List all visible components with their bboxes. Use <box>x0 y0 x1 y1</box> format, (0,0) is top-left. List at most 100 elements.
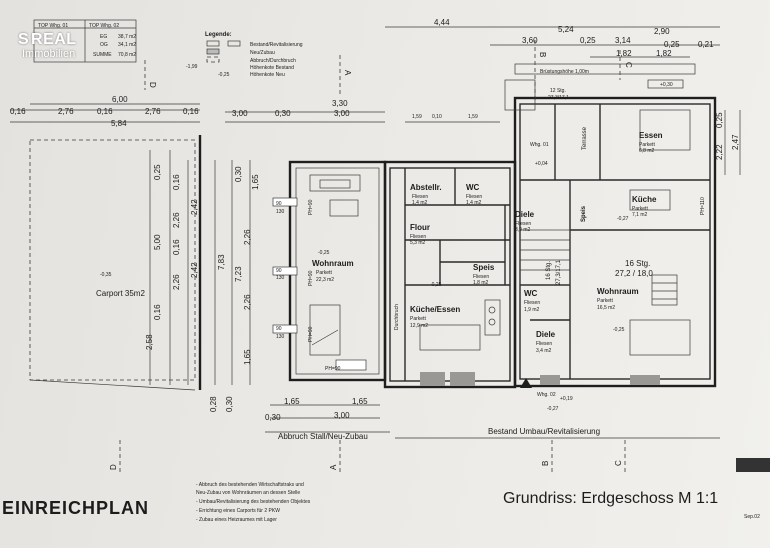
table-col2-header: TOP Whg. 02 <box>89 23 119 29</box>
dim-label: 6,00 <box>112 95 128 104</box>
legend-item: Neu/Zubau <box>250 50 275 56</box>
svg-text:90: 90 <box>276 268 282 274</box>
ph-label: PH=90 <box>308 199 314 215</box>
room-name: WC <box>524 289 538 298</box>
legend-item: Höhenkote Neu <box>250 72 285 78</box>
dim-label: 2,26 <box>172 274 181 290</box>
dim-label: 0,25 <box>664 40 680 49</box>
whg-label: Whg. 02 <box>537 392 556 398</box>
room-area: 7,1 m2 <box>632 212 648 218</box>
room-area: 1,4 m2 <box>466 200 482 206</box>
table-row-label: EG <box>100 34 107 40</box>
dim-label: 3,60 <box>522 36 538 45</box>
room-name: Abstellr. <box>410 183 442 192</box>
table-row-label: OG <box>100 42 108 48</box>
dim-label: 1,82 <box>656 49 672 58</box>
room-name: Terrasse <box>582 126 588 150</box>
stair-dim: 27,3/17,1 <box>556 259 562 285</box>
room-name: Essen <box>639 131 663 140</box>
dim-label: 5,24 <box>558 25 574 34</box>
room-name: Speis <box>581 205 587 222</box>
room-floor: Fliesen <box>412 194 428 200</box>
notes: - Abbruch des bestehenden Wirtschaftstra… <box>196 482 311 523</box>
svg-text:130: 130 <box>276 209 285 215</box>
brustung-label: Brüstungshöhe 1,00m <box>540 69 589 75</box>
table-row-value: 38,7 m2 <box>118 34 136 40</box>
room-floor: Parkett <box>639 142 655 148</box>
axis-label: A <box>329 464 338 470</box>
stair-dim: 27,2 / 18,0 <box>615 269 653 278</box>
dim-label: 0,25 <box>715 112 724 128</box>
dim-label: 2,26 <box>172 212 181 228</box>
room-name: Küche <box>632 195 657 204</box>
dim-label: 7,83 <box>217 254 226 270</box>
kote-label: +0,19 <box>560 396 573 402</box>
note-line: - Errichtung eines Carports für 2 PKW <box>196 508 280 514</box>
kote-label: +0,04 <box>535 161 548 167</box>
dim-label: 2,22 <box>715 144 724 160</box>
room-name: WC <box>466 183 480 192</box>
dim-label: 1,59 <box>468 114 478 120</box>
dim-label: 0,30 <box>275 109 291 118</box>
legend-kote: -0,25 <box>218 72 230 78</box>
note-line: - Zubau eines Heizraumes mit Lager <box>196 517 277 523</box>
dim-label: 0,16 <box>10 107 26 116</box>
room-area: 1,9 m2 <box>524 307 540 313</box>
dim-label: 2,26 <box>243 294 252 310</box>
dim-label: 5,00 <box>153 234 162 250</box>
room-name: Diele <box>515 210 535 219</box>
dim-label: 0,16 <box>172 239 181 255</box>
dimension-lines-bottom: 0,28 0,30 1,65 1,65 0,30 3,00 Abbruch St… <box>209 396 720 441</box>
kote-label: -0,35 <box>100 272 112 278</box>
dim-label: 5,84 <box>111 119 127 128</box>
dim-label: 2,76 <box>145 107 161 116</box>
room-floor: Parkett <box>632 206 648 212</box>
dim-label: 1,65 <box>251 174 260 190</box>
existing-building: Abstellr. Fliesen 1,4 m2 WC Fliesen 1,4 … <box>383 63 717 412</box>
dim-label: 0,10 <box>432 114 442 120</box>
legend-item: Höhenkote Bestand <box>250 65 294 71</box>
room-name: Diele <box>536 330 556 339</box>
dim-label: 0,21 <box>698 40 714 49</box>
dim-label: 1,65 <box>243 349 252 365</box>
logo-mark-icon: S <box>18 31 30 48</box>
axis-label: B <box>541 461 550 466</box>
logo-text: REAL <box>31 31 77 48</box>
whg-label: Whg. 01 <box>530 142 549 148</box>
ph-label: PH=90 <box>308 270 314 286</box>
kote-label: -0,25 <box>318 250 330 256</box>
dim-label: 2,58 <box>145 334 154 350</box>
table-row-value: 70,8 m2 <box>118 52 136 58</box>
dim-label: 1,82 <box>616 49 632 58</box>
svg-text:130: 130 <box>276 334 285 340</box>
room-name: Speis <box>473 263 495 272</box>
kote-label: -0,27 <box>617 216 629 222</box>
dimension-lines-top: 4,44 5,24 2,90 3,60 0,25 3,14 0,25 0,21 … <box>10 18 720 128</box>
dim-label: 0,16 <box>172 174 181 190</box>
dim-label: 1,65 <box>352 397 368 406</box>
room-area: 1,4 m2 <box>412 200 428 206</box>
dimension-lines-right: 2,22 0,25 2,47 <box>715 110 741 175</box>
logo-subtext: Immobilien <box>22 48 76 60</box>
dim-label: 0,16 <box>97 107 113 116</box>
legend-item: Bestand/Revitalisierung <box>250 42 303 48</box>
axis-label: D <box>148 82 157 88</box>
legend-title: Legende: <box>205 32 232 38</box>
dim-label: 2,76 <box>58 107 74 116</box>
room-floor: Fliesen <box>410 234 426 240</box>
plan-title: EINREICHPLAN <box>2 498 149 518</box>
room-area: 6,8 m2 <box>639 148 655 154</box>
room-area: 3,4 m2 <box>536 348 552 354</box>
realtor-logo: S REAL Immobilien <box>18 31 77 61</box>
legend: Legende: Bestand/Revitalisierung Neu/Zub… <box>186 32 303 78</box>
room-name: Wohnraum <box>312 259 354 268</box>
room-floor: Parkett <box>410 316 426 322</box>
bestand-label: Bestand Umbau/Revitalisierung <box>488 427 600 436</box>
dim-label: 3,30 <box>332 99 348 108</box>
dim-label: 3,00 <box>232 109 248 118</box>
dim-label: 0,25 <box>153 164 162 180</box>
kote-label: -0,27 <box>547 406 559 412</box>
ph-label: PH=90 <box>308 326 314 342</box>
carport-outline: Carport 35m2 -0,35 <box>29 135 202 391</box>
axis-label: C <box>614 460 623 466</box>
